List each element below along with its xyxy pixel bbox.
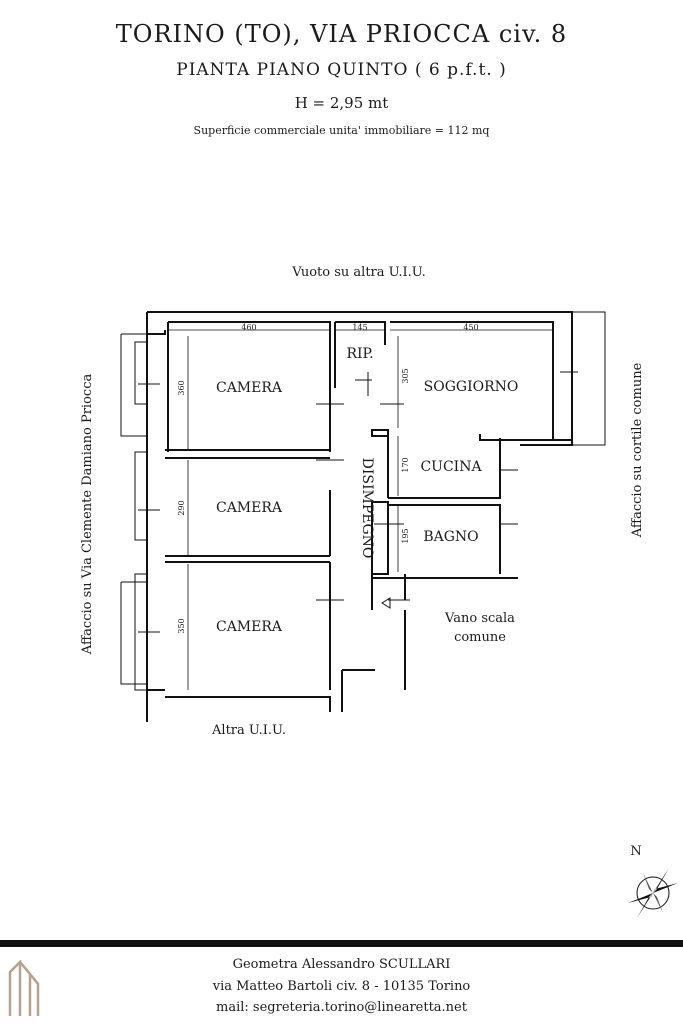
room-camera-3: CAMERA: [216, 619, 283, 635]
plan-subtitle: PIANTA PIANO QUINTO ( 6 p.f.t. ): [176, 60, 507, 80]
footer-mail: mail: segreteria.torino@linearetta.net: [216, 1000, 467, 1015]
label-stair-2: comune: [454, 630, 506, 645]
dim-camera-3-height: 350: [177, 618, 186, 633]
dim-bagno-height: 195: [401, 528, 410, 543]
footer-name: Geometra Alessandro SCULLARI: [232, 957, 451, 972]
compass-north-label: N: [630, 844, 641, 859]
dim-rip-width: 145: [352, 323, 367, 332]
room-cucina: CUCINA: [420, 459, 482, 475]
footer-divider: [0, 940, 683, 947]
label-left: Affaccio su Via Clemente Damiano Priocca: [80, 374, 95, 656]
room-soggiorno: SOGGIORNO: [424, 379, 519, 395]
label-bottom: Altra U.I.U.: [211, 723, 286, 738]
compass-rose: N: [628, 844, 678, 918]
dim-soggiorno-height: 305: [401, 368, 410, 383]
floor-plan: 460 145 450 360 290 350 305 170 195 CAME…: [80, 265, 678, 918]
ceiling-height: H = 2,95 mt: [294, 94, 389, 112]
room-bagno: BAGNO: [423, 529, 478, 545]
room-camera-2: CAMERA: [216, 500, 283, 516]
label-stair-1: Vano scala: [444, 611, 515, 626]
company-logo: [8, 960, 40, 1016]
dim-soggiorno-width: 450: [463, 323, 478, 332]
dim-camera-1-height: 360: [177, 380, 186, 395]
dim-camera-2-height: 290: [177, 500, 186, 515]
room-rip: RIP.: [346, 346, 373, 362]
label-top: Vuoto su altra U.I.U.: [291, 265, 425, 280]
label-right: Affaccio su cortile comune: [630, 362, 645, 538]
room-camera-1: CAMERA: [216, 380, 283, 396]
dim-cucina-height: 170: [401, 457, 410, 472]
dimension-lines: [168, 329, 553, 690]
footer-address: via Matteo Bartoli civ. 8 - 10135 Torino: [212, 979, 471, 994]
dim-camera-1-width: 460: [241, 323, 256, 332]
walls: [120, 311, 606, 722]
door-swings: [138, 371, 578, 633]
room-disimpegno: DISIMPEGNO: [359, 458, 375, 559]
plan-title: TORINO (TO), VIA PRIOCCA civ. 8: [115, 20, 568, 48]
commercial-surface: Superficie commerciale unita' immobiliar…: [193, 124, 490, 137]
